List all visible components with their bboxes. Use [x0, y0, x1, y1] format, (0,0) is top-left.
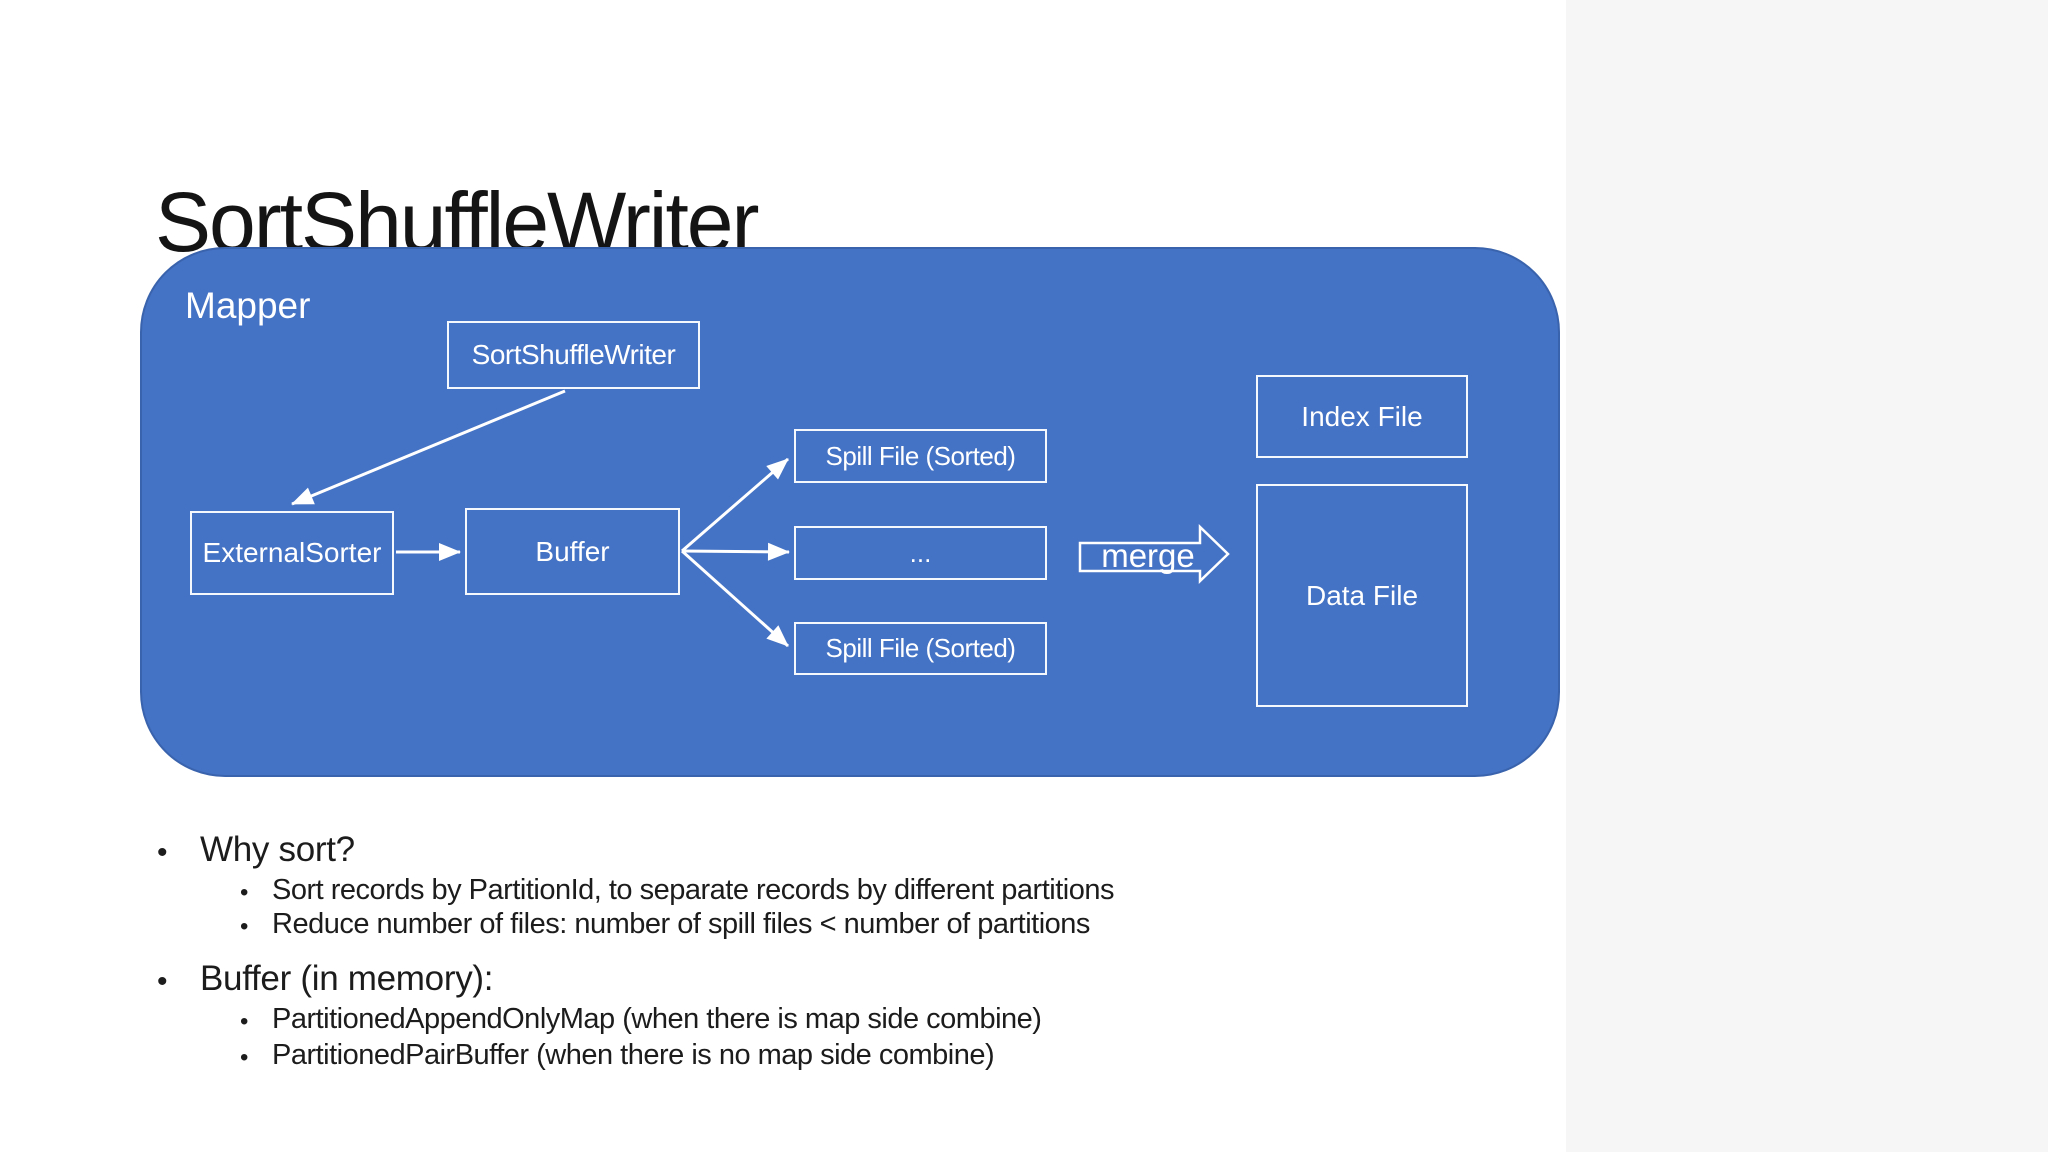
bullet-marker: •	[240, 1008, 249, 1035]
spill-file-top-box: Spill File (Sorted)	[794, 429, 1047, 483]
index-file-box: Index File	[1256, 375, 1468, 458]
spill-file-ellipsis-box: ...	[794, 526, 1047, 580]
spill-file-bottom-label: Spill File (Sorted)	[825, 633, 1016, 663]
sortshufflewriter-box: SortShuffleWriter	[447, 321, 700, 389]
spill-file-top-label: Spill File (Sorted)	[825, 440, 1016, 471]
externalsorter-box-label: ExternalSorter	[202, 537, 382, 568]
video-letterbox-strip	[1566, 0, 2048, 1152]
bullet-marker: •	[240, 1044, 249, 1071]
data-file-box: Data File	[1256, 484, 1468, 707]
buffer-box-label: Buffer	[535, 535, 610, 567]
bullet-partitioned-append-only-map: PartitionedAppendOnlyMap (when there is …	[272, 1003, 1042, 1035]
externalsorter-box: ExternalSorter	[190, 511, 394, 595]
data-file-label: Data File	[1305, 579, 1419, 611]
bullet-partitioned-pair-buffer: PartitionedPairBuffer (when there is no …	[272, 1039, 995, 1071]
spill-file-ellipsis-label: ...	[909, 537, 932, 568]
index-file-label: Index File	[1301, 400, 1423, 432]
bullet-sort-records: Sort records by PartitionId, to separate…	[272, 874, 1114, 906]
mapper-label: Mapper	[185, 285, 311, 326]
bullet-buffer-memory: Buffer (in memory):	[200, 959, 494, 998]
bullet-why-sort: Why sort?	[200, 830, 355, 869]
bullet-marker: •	[157, 965, 168, 998]
spill-file-bottom-box: Spill File (Sorted)	[794, 622, 1047, 675]
bullet-marker: •	[240, 913, 249, 940]
bullet-marker: •	[240, 879, 249, 906]
bullet-marker: •	[157, 836, 168, 869]
bullet-reduce-files: Reduce number of files: number of spill …	[272, 908, 1090, 940]
buffer-box: Buffer	[465, 508, 680, 595]
sortshufflewriter-box-label: SortShuffleWriter	[471, 339, 676, 370]
